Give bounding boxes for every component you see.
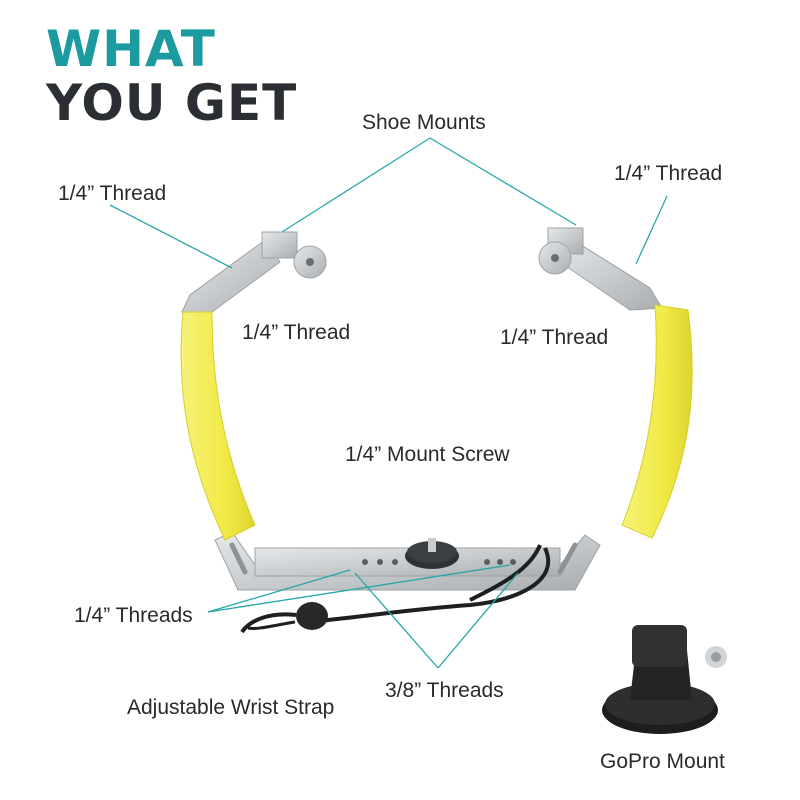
label-shoe-mounts: Shoe Mounts — [362, 111, 486, 134]
label-three-eighths-threads: 3/8” Threads — [385, 679, 504, 702]
mount-screw-knob — [405, 538, 459, 569]
label-thread-inner-left: 1/4” Thread — [242, 321, 351, 344]
label-gopro-mount: GoPro Mount — [600, 750, 725, 773]
left-arm — [181, 231, 327, 313]
callout-line-quarter-threads-1 — [207, 569, 351, 613]
label-quarter-threads: 1/4” Threads — [74, 604, 193, 627]
right-arm — [538, 227, 663, 311]
callout-line-shoe-left — [281, 137, 431, 233]
label-thread-top-left: 1/4” Thread — [58, 182, 167, 205]
right-yellow-grip — [621, 304, 693, 539]
callout-line-three-eighths-2 — [437, 572, 519, 669]
label-mount-screw: 1/4” Mount Screw — [345, 443, 510, 466]
callout-line-thread-top-right — [635, 195, 668, 265]
callout-line-thread-top-left — [109, 204, 233, 269]
heading-line-2: YOU GET — [46, 74, 298, 132]
wrist-strap — [240, 544, 551, 634]
heading-line-1: WHAT — [46, 20, 216, 78]
label-thread-inner-right: 1/4” Thread — [500, 326, 609, 349]
callout-lines — [109, 137, 668, 669]
bottom-bar — [214, 531, 601, 591]
callout-line-shoe-right — [429, 137, 577, 226]
label-thread-top-right: 1/4” Thread — [614, 162, 723, 185]
label-wrist-strap: Adjustable Wrist Strap — [127, 696, 335, 719]
callout-line-three-eighths-1 — [354, 572, 439, 669]
gopro-mount-part — [602, 625, 727, 734]
callout-line-quarter-threads-2 — [207, 564, 511, 613]
left-yellow-grip — [180, 311, 256, 541]
